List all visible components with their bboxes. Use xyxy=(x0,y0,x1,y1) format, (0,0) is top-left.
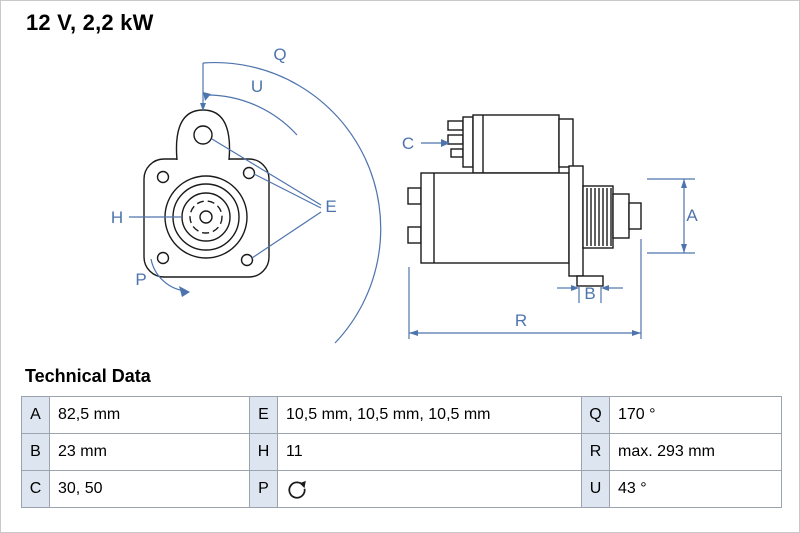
side-view xyxy=(407,114,642,287)
param-key-p: P xyxy=(249,470,278,508)
param-key-e: E xyxy=(249,396,278,434)
rotation-cw-icon xyxy=(288,480,306,499)
dim-label-h: H xyxy=(111,208,123,227)
param-key-h: H xyxy=(249,433,278,471)
param-value-q: 170 ° xyxy=(609,396,782,434)
dim-label-a: A xyxy=(686,206,698,225)
param-value-c: 30, 50 xyxy=(49,470,250,508)
section-title: Technical Data xyxy=(25,366,151,386)
front-view-dimensions xyxy=(129,61,382,344)
param-value-a: 82,5 mm xyxy=(49,396,250,434)
dim-label-q: Q xyxy=(273,45,286,64)
side-view-arrowheads xyxy=(409,139,687,336)
table-row: B 23 mm H 11 R max. 293 mm xyxy=(21,433,782,471)
table-row: A 82,5 mm E 10,5 mm, 10,5 mm, 10,5 mm Q … xyxy=(21,396,782,434)
param-key-u: U xyxy=(581,470,610,508)
front-view-arrowheads xyxy=(179,92,211,297)
dim-label-e: E xyxy=(325,197,336,216)
page-title: 12 V, 2,2 kW xyxy=(26,10,154,35)
param-value-u: 43 ° xyxy=(609,470,782,508)
param-value-e: 10,5 mm, 10,5 mm, 10,5 mm xyxy=(277,396,582,434)
dim-label-r: R xyxy=(515,311,527,330)
param-value-b: 23 mm xyxy=(49,433,250,471)
param-key-b: B xyxy=(21,433,50,471)
dim-label-u: U xyxy=(251,77,263,96)
side-view-dimensions xyxy=(408,142,695,339)
param-value-p xyxy=(277,470,582,508)
param-value-r: max. 293 mm xyxy=(609,433,782,471)
dim-label-p: P xyxy=(135,270,146,289)
param-key-q: Q xyxy=(581,396,610,434)
param-key-r: R xyxy=(581,433,610,471)
technical-data-table: A 82,5 mm E 10,5 mm, 10,5 mm, 10,5 mm Q … xyxy=(21,396,782,508)
technical-drawing: Q U H E P C A B R xyxy=(1,31,799,363)
technical-drawing-svg: Q U H E P C A B R xyxy=(111,45,698,344)
front-view xyxy=(143,109,270,278)
param-value-h: 11 xyxy=(277,433,582,471)
dim-label-c: C xyxy=(402,134,414,153)
param-key-c: C xyxy=(21,470,50,508)
param-key-a: A xyxy=(21,396,50,434)
table-row: C 30, 50 P U 43 ° xyxy=(21,470,782,508)
dim-label-b: B xyxy=(584,284,595,303)
